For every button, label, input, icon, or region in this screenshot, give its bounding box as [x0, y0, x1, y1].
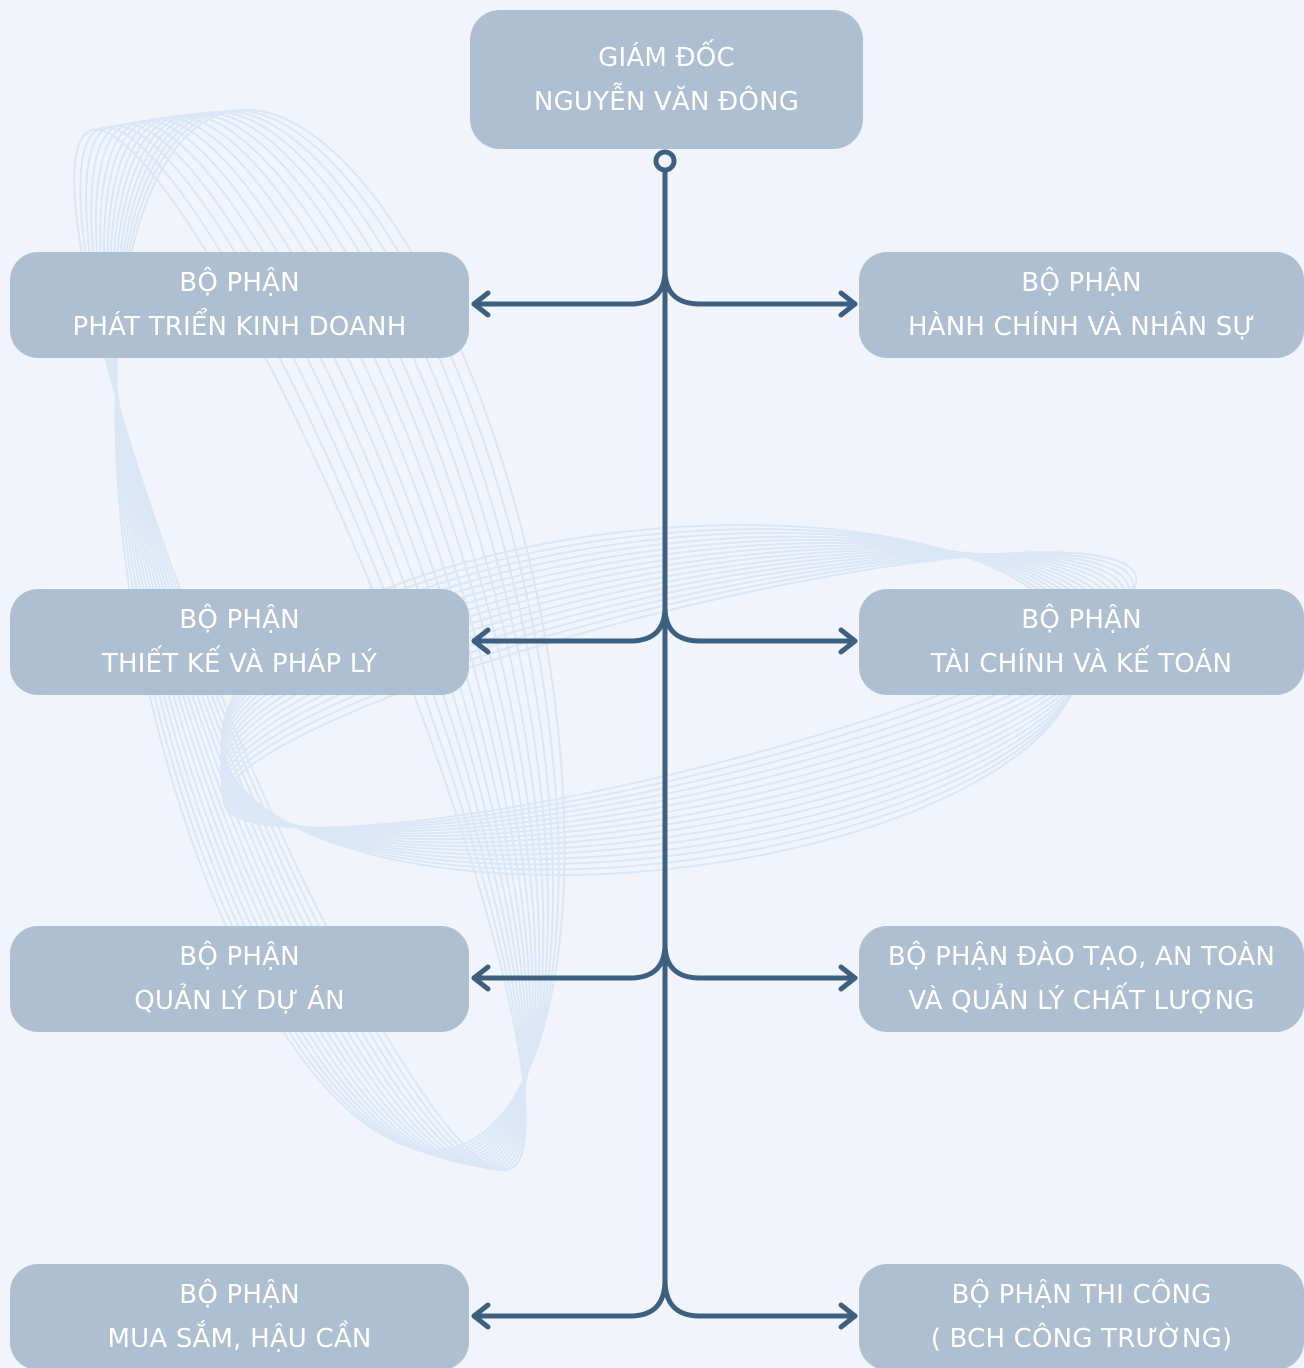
department-business-development: BỘ PHẬN PHÁT TRIỂN KINH DOANH [10, 252, 469, 358]
department-project-management: BỘ PHẬN QUẢN LÝ DỰ ÁN [10, 926, 469, 1032]
branch-left-4 [471, 1277, 668, 1319]
department-name: ( BCH CÔNG TRƯỜNG) [930, 1324, 1233, 1354]
department-label: BỘ PHẬN [1021, 268, 1142, 298]
branch-right-4 [662, 1277, 858, 1319]
department-name: MUA SẮM, HẬU CẦN [107, 1324, 372, 1354]
branch-left-2 [471, 604, 668, 644]
ribbon-loop [222, 551, 1138, 829]
arrow-left-1 [471, 290, 491, 318]
department-label: BỘ PHẬN [179, 942, 300, 972]
department-name: TÀI CHÍNH VÀ KẾ TOÁN [930, 649, 1233, 679]
arrow-right-2 [838, 627, 858, 655]
branch-right-2 [662, 604, 858, 644]
department-label: BỘ PHẬN ĐÀO TẠO, AN TOÀN [887, 942, 1276, 972]
director-node: GIÁM ĐỐC NGUYỄN VĂN ĐÔNG [470, 10, 863, 149]
department-name: HÀNH CHÍNH VÀ NHÂN SỰ [908, 312, 1255, 342]
root-connector-dot [653, 149, 677, 173]
arrow-right-4 [838, 1302, 858, 1330]
department-name: VÀ QUẢN LÝ CHẤT LƯỢNG [908, 986, 1255, 1016]
department-name: PHÁT TRIỂN KINH DOANH [72, 312, 407, 342]
department-procurement-logistics: BỘ PHẬN MUA SẮM, HẬU CẦN [10, 1264, 469, 1368]
department-construction: BỘ PHẬN THI CÔNG ( BCH CÔNG TRƯỜNG) [859, 1264, 1304, 1368]
department-admin-hr: BỘ PHẬN HÀNH CHÍNH VÀ NHÂN SỰ [859, 252, 1304, 358]
arrow-left-4 [471, 1302, 491, 1330]
branch-right-1 [662, 267, 858, 307]
arrow-left-3 [471, 964, 491, 992]
department-training-safety-quality: BỘ PHẬN ĐÀO TẠO, AN TOÀN VÀ QUẢN LÝ CHẤT… [859, 926, 1304, 1032]
department-label: BỘ PHẬN [179, 605, 300, 635]
department-finance-accounting: BỘ PHẬN TÀI CHÍNH VÀ KẾ TOÁN [859, 589, 1304, 695]
department-name: THIẾT KẾ VÀ PHÁP LÝ [101, 649, 378, 679]
director-title: GIÁM ĐỐC [598, 42, 735, 73]
department-label: BỘ PHẬN [179, 268, 300, 298]
department-design-legal: BỘ PHẬN THIẾT KẾ VÀ PHÁP LÝ [10, 589, 469, 695]
department-label: BỘ PHẬN [1021, 605, 1142, 635]
arrow-left-2 [471, 627, 491, 655]
arrow-right-1 [838, 290, 858, 318]
branch-left-3 [471, 941, 668, 981]
department-name: QUẢN LÝ DỰ ÁN [134, 986, 345, 1016]
arrow-right-3 [838, 964, 858, 992]
department-label: BỘ PHẬN THI CÔNG [951, 1280, 1212, 1310]
branch-right-3 [662, 941, 858, 981]
branch-left-1 [471, 267, 668, 307]
director-name: NGUYỄN VĂN ĐÔNG [533, 86, 800, 117]
department-label: BỘ PHẬN [179, 1280, 300, 1310]
